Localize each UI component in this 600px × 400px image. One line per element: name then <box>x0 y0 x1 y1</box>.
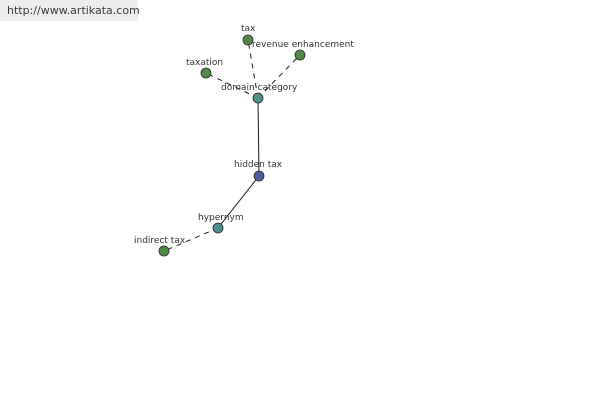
edge-hidden-tax-to-domain-category <box>257 97 260 177</box>
node-label-hypernym[interactable]: hypernym <box>198 213 244 223</box>
url-link[interactable]: http://www.artikata.com <box>7 4 140 17</box>
node-label-revenue-enhancement[interactable]: revenue enhancement <box>252 40 354 50</box>
node-hidden-tax[interactable] <box>253 170 265 182</box>
edges-layer <box>163 39 301 252</box>
edge-domain-category-to-revenue-enhancement <box>257 54 301 99</box>
edge-hidden-tax-to-hypernym <box>217 175 260 229</box>
node-label-indirect-tax[interactable]: indirect tax <box>134 236 186 246</box>
nodes-layer <box>158 34 306 257</box>
node-label-taxation[interactable]: taxation <box>186 58 223 68</box>
node-taxation[interactable] <box>200 67 212 79</box>
node-tax[interactable] <box>242 34 254 46</box>
url-banner[interactable]: http://www.artikata.com <box>0 0 140 21</box>
node-revenue-enhancement[interactable] <box>294 49 306 61</box>
node-label-tax[interactable]: tax <box>241 24 256 34</box>
node-hypernym[interactable] <box>212 222 224 234</box>
node-domain-category[interactable] <box>252 92 264 104</box>
node-label-domain-category[interactable]: domain category <box>221 83 298 93</box>
node-indirect-tax[interactable] <box>158 245 170 257</box>
node-label-hidden-tax[interactable]: hidden tax <box>234 160 283 170</box>
labels-layer: hidden tax domain category hypernym tax reve… <box>134 24 354 246</box>
